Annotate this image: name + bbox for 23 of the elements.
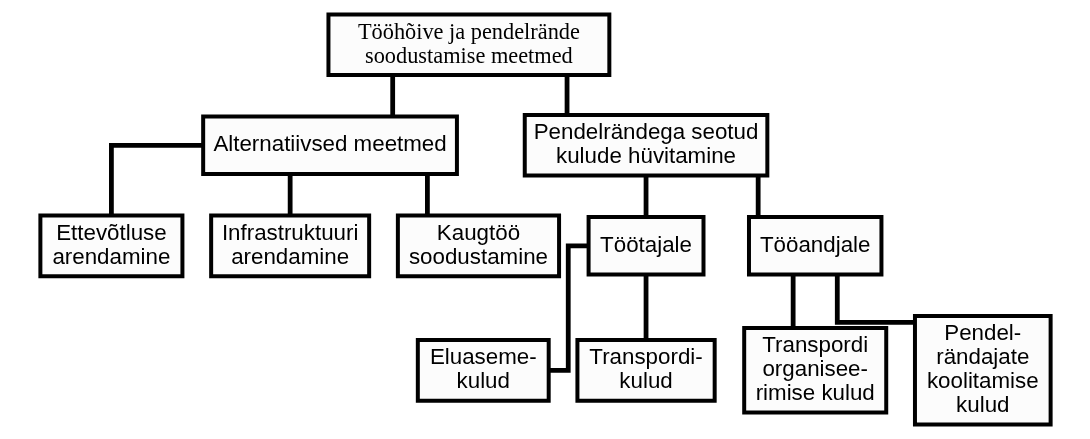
node-box: Tööandjale (746, 215, 883, 277)
node-box: Infrastruktuuri arendamine (208, 213, 371, 279)
connector (790, 274, 796, 328)
connector (287, 174, 293, 216)
connector (755, 176, 761, 217)
node-box: Pendelrändega seotud kulude hüvitamine (522, 112, 769, 178)
node-box: Pendel- rändajate koolitamise kulud (912, 314, 1053, 427)
connector (643, 176, 648, 217)
node-box: Töötajale (586, 215, 705, 277)
connector (548, 243, 588, 373)
node-box: Tööhõive ja pendelrände soodustamise meetmed (325, 12, 611, 78)
node-box: Kaugtöö soodustamine (395, 213, 561, 279)
node-box: Transpordi organisee- rimise kulud (741, 326, 888, 415)
connector (389, 75, 395, 117)
connector (643, 274, 648, 340)
connector (108, 142, 203, 216)
connector (424, 174, 430, 216)
node-box: Alternatiivsed meetmed (200, 114, 459, 176)
node-box: Transpordi- kulud (574, 338, 717, 403)
connector (834, 274, 915, 325)
node-box: Ettevõtluse arendamine (37, 213, 184, 279)
node-box: Eluaseme- kulud (415, 338, 551, 403)
connector (564, 75, 569, 115)
